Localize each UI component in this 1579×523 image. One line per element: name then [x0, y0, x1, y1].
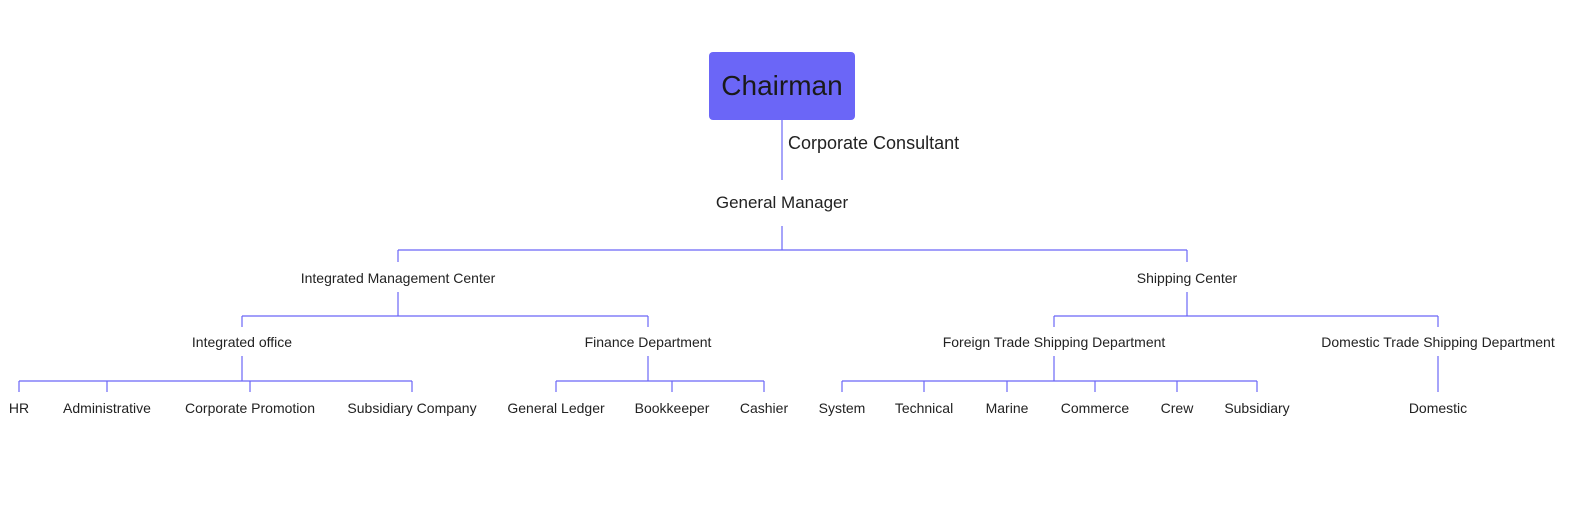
corporate-consultant-label: Corporate Consultant — [788, 133, 960, 153]
unit-node[interactable]: HR — [8, 400, 30, 416]
unit-node[interactable]: Subsidiary Company — [347, 400, 477, 416]
center-node-integrated-management[interactable]: Integrated Management Center — [300, 270, 496, 286]
department-node-finance[interactable]: Finance Department — [584, 334, 712, 350]
department-node-integrated-office[interactable]: Integrated office — [191, 334, 293, 350]
unit-node[interactable]: Corporate Promotion — [185, 400, 315, 416]
unit-node[interactable]: Crew — [1160, 400, 1194, 416]
unit-node[interactable]: Technical — [894, 400, 954, 416]
unit-node[interactable]: System — [818, 400, 866, 416]
general-manager-node[interactable]: General Manager — [715, 193, 849, 212]
unit-node[interactable]: Administrative — [63, 400, 151, 416]
unit-node[interactable]: Subsidiary — [1224, 400, 1290, 416]
unit-node[interactable]: Cashier — [739, 400, 789, 416]
chairman-node[interactable]: Chairman — [709, 52, 855, 120]
unit-node[interactable]: Marine — [985, 400, 1029, 416]
department-node-domestic-trade-shipping[interactable]: Domestic Trade Shipping Department — [1321, 334, 1555, 350]
unit-node[interactable]: General Ledger — [507, 400, 605, 416]
unit-node[interactable]: Domestic — [1408, 400, 1468, 416]
unit-node[interactable]: Bookkeeper — [634, 400, 710, 416]
center-node-shipping[interactable]: Shipping Center — [1136, 270, 1238, 286]
chairman-label: Chairman — [721, 70, 843, 101]
unit-node[interactable]: Commerce — [1060, 400, 1130, 416]
department-node-foreign-trade-shipping[interactable]: Foreign Trade Shipping Department — [942, 334, 1166, 350]
